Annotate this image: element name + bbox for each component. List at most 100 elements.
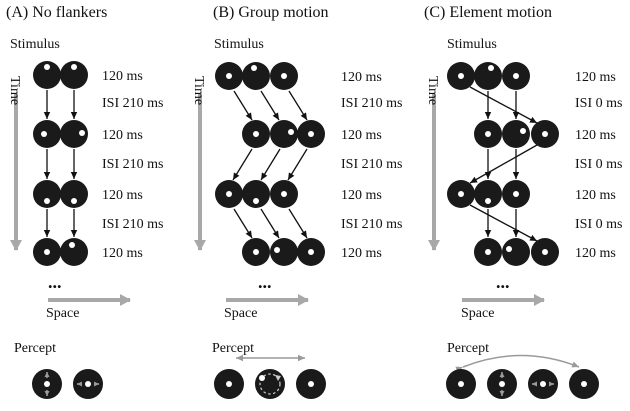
time-label: Time <box>425 76 440 105</box>
dot <box>458 381 464 387</box>
dot <box>44 381 50 387</box>
timing-label: 120 ms <box>341 246 382 261</box>
dot <box>44 198 50 204</box>
time-label: Time <box>7 76 22 105</box>
timing-label: ISI 210 ms <box>102 157 163 172</box>
motion-arrow <box>469 204 538 242</box>
timing-label: 120 ms <box>575 246 616 261</box>
timing-label: 120 ms <box>575 188 616 203</box>
timing-label: 120 ms <box>102 246 143 261</box>
timing-label: ISI 0 ms <box>575 96 622 111</box>
panel-a-no-flankers: (A) No flankers Stimulus Time <box>6 4 163 399</box>
continuation-ellipsis: ... <box>258 272 272 292</box>
space-axis: Space <box>224 294 309 321</box>
dot <box>308 131 314 137</box>
stimulus-frame-4 <box>242 238 325 266</box>
dot <box>44 64 50 70</box>
dot <box>581 381 587 387</box>
dot <box>85 381 91 387</box>
disc <box>33 61 61 89</box>
disc <box>270 238 298 266</box>
timing-label: 120 ms <box>575 128 616 143</box>
stimulus-frame-3 <box>215 180 298 208</box>
motion-arrow <box>288 208 308 239</box>
panel-b-group-motion: (B) Group motion Stimulus Time <box>191 4 402 399</box>
dot <box>71 64 77 70</box>
timing-label: ISI 210 ms <box>341 217 402 232</box>
disc <box>242 180 270 208</box>
timing-label: ISI 210 ms <box>102 217 163 232</box>
motion-arrow <box>287 148 308 181</box>
dot <box>506 246 512 252</box>
disc <box>502 238 530 266</box>
timing-labels: 120 ms ISI 0 ms 120 ms ISI 0 ms 120 ms I… <box>575 70 622 261</box>
dot <box>253 131 259 137</box>
panel-title: (B) Group motion <box>213 4 329 21</box>
stimulus-frame-4 <box>474 238 559 266</box>
dot <box>253 198 259 204</box>
disc <box>60 120 88 148</box>
motion-arrow <box>260 90 280 121</box>
space-label: Space <box>224 306 257 321</box>
space-axis: Space <box>461 294 545 321</box>
timing-label: 120 ms <box>341 128 382 143</box>
rotation-arrowhead-icon <box>275 375 281 381</box>
disc <box>502 120 530 148</box>
percept-illustration <box>214 354 326 399</box>
timing-label: ISI 210 ms <box>341 96 402 111</box>
time-label: Time <box>191 76 206 105</box>
panel-title: (C) Element motion <box>424 4 552 21</box>
stimulus-frame-4 <box>33 238 88 266</box>
panel-title: (A) No flankers <box>6 4 107 21</box>
stimulus-frame-2 <box>474 120 559 148</box>
motion-arrow <box>233 208 253 239</box>
timing-label: ISI 210 ms <box>341 157 402 172</box>
space-label: Space <box>461 306 494 321</box>
motion-arrow <box>288 90 308 121</box>
stimulus-frame-1 <box>447 62 530 90</box>
motion-arrow <box>232 148 253 181</box>
motion-arrow <box>469 144 538 184</box>
motion-arrow <box>260 208 280 239</box>
timing-label: 120 ms <box>341 188 382 203</box>
stimulus-frame-3 <box>33 180 88 208</box>
dot <box>513 73 519 79</box>
dot <box>485 131 491 137</box>
dot <box>540 381 546 387</box>
stimulus-frame-2 <box>242 120 325 148</box>
disc <box>33 180 61 208</box>
dot <box>226 73 232 79</box>
dot <box>458 191 464 197</box>
timing-label: 120 ms <box>102 188 143 203</box>
dot <box>520 128 526 134</box>
time-axis: Time <box>191 76 206 251</box>
motion-arrow <box>233 90 253 121</box>
timing-label: ISI 0 ms <box>575 157 622 172</box>
transition-arrows <box>469 86 538 242</box>
timing-labels: 120 ms ISI 210 ms 120 ms ISI 210 ms 120 … <box>341 70 402 261</box>
disc <box>270 120 298 148</box>
dot <box>226 381 232 387</box>
dot <box>485 249 491 255</box>
dot <box>44 249 50 255</box>
disc <box>474 62 502 90</box>
timing-labels: 120 ms ISI 210 ms 120 ms ISI 210 ms 120 … <box>102 69 163 261</box>
space-label: Space <box>46 306 79 321</box>
timing-label: 120 ms <box>102 69 143 84</box>
stimulus-frame-1 <box>215 62 298 90</box>
stimulus-frame-3 <box>447 180 530 208</box>
dot <box>259 375 265 381</box>
percept-label: Percept <box>14 341 56 356</box>
dot <box>253 249 259 255</box>
stimulus-label: Stimulus <box>10 37 60 52</box>
dot <box>281 191 287 197</box>
timing-label: 120 ms <box>575 70 616 85</box>
dot <box>288 129 294 135</box>
transition-arrows <box>232 90 308 239</box>
disc <box>474 180 502 208</box>
dot <box>542 131 548 137</box>
dot <box>499 381 505 387</box>
percept-label: Percept <box>212 341 254 356</box>
timing-label: 120 ms <box>102 128 143 143</box>
